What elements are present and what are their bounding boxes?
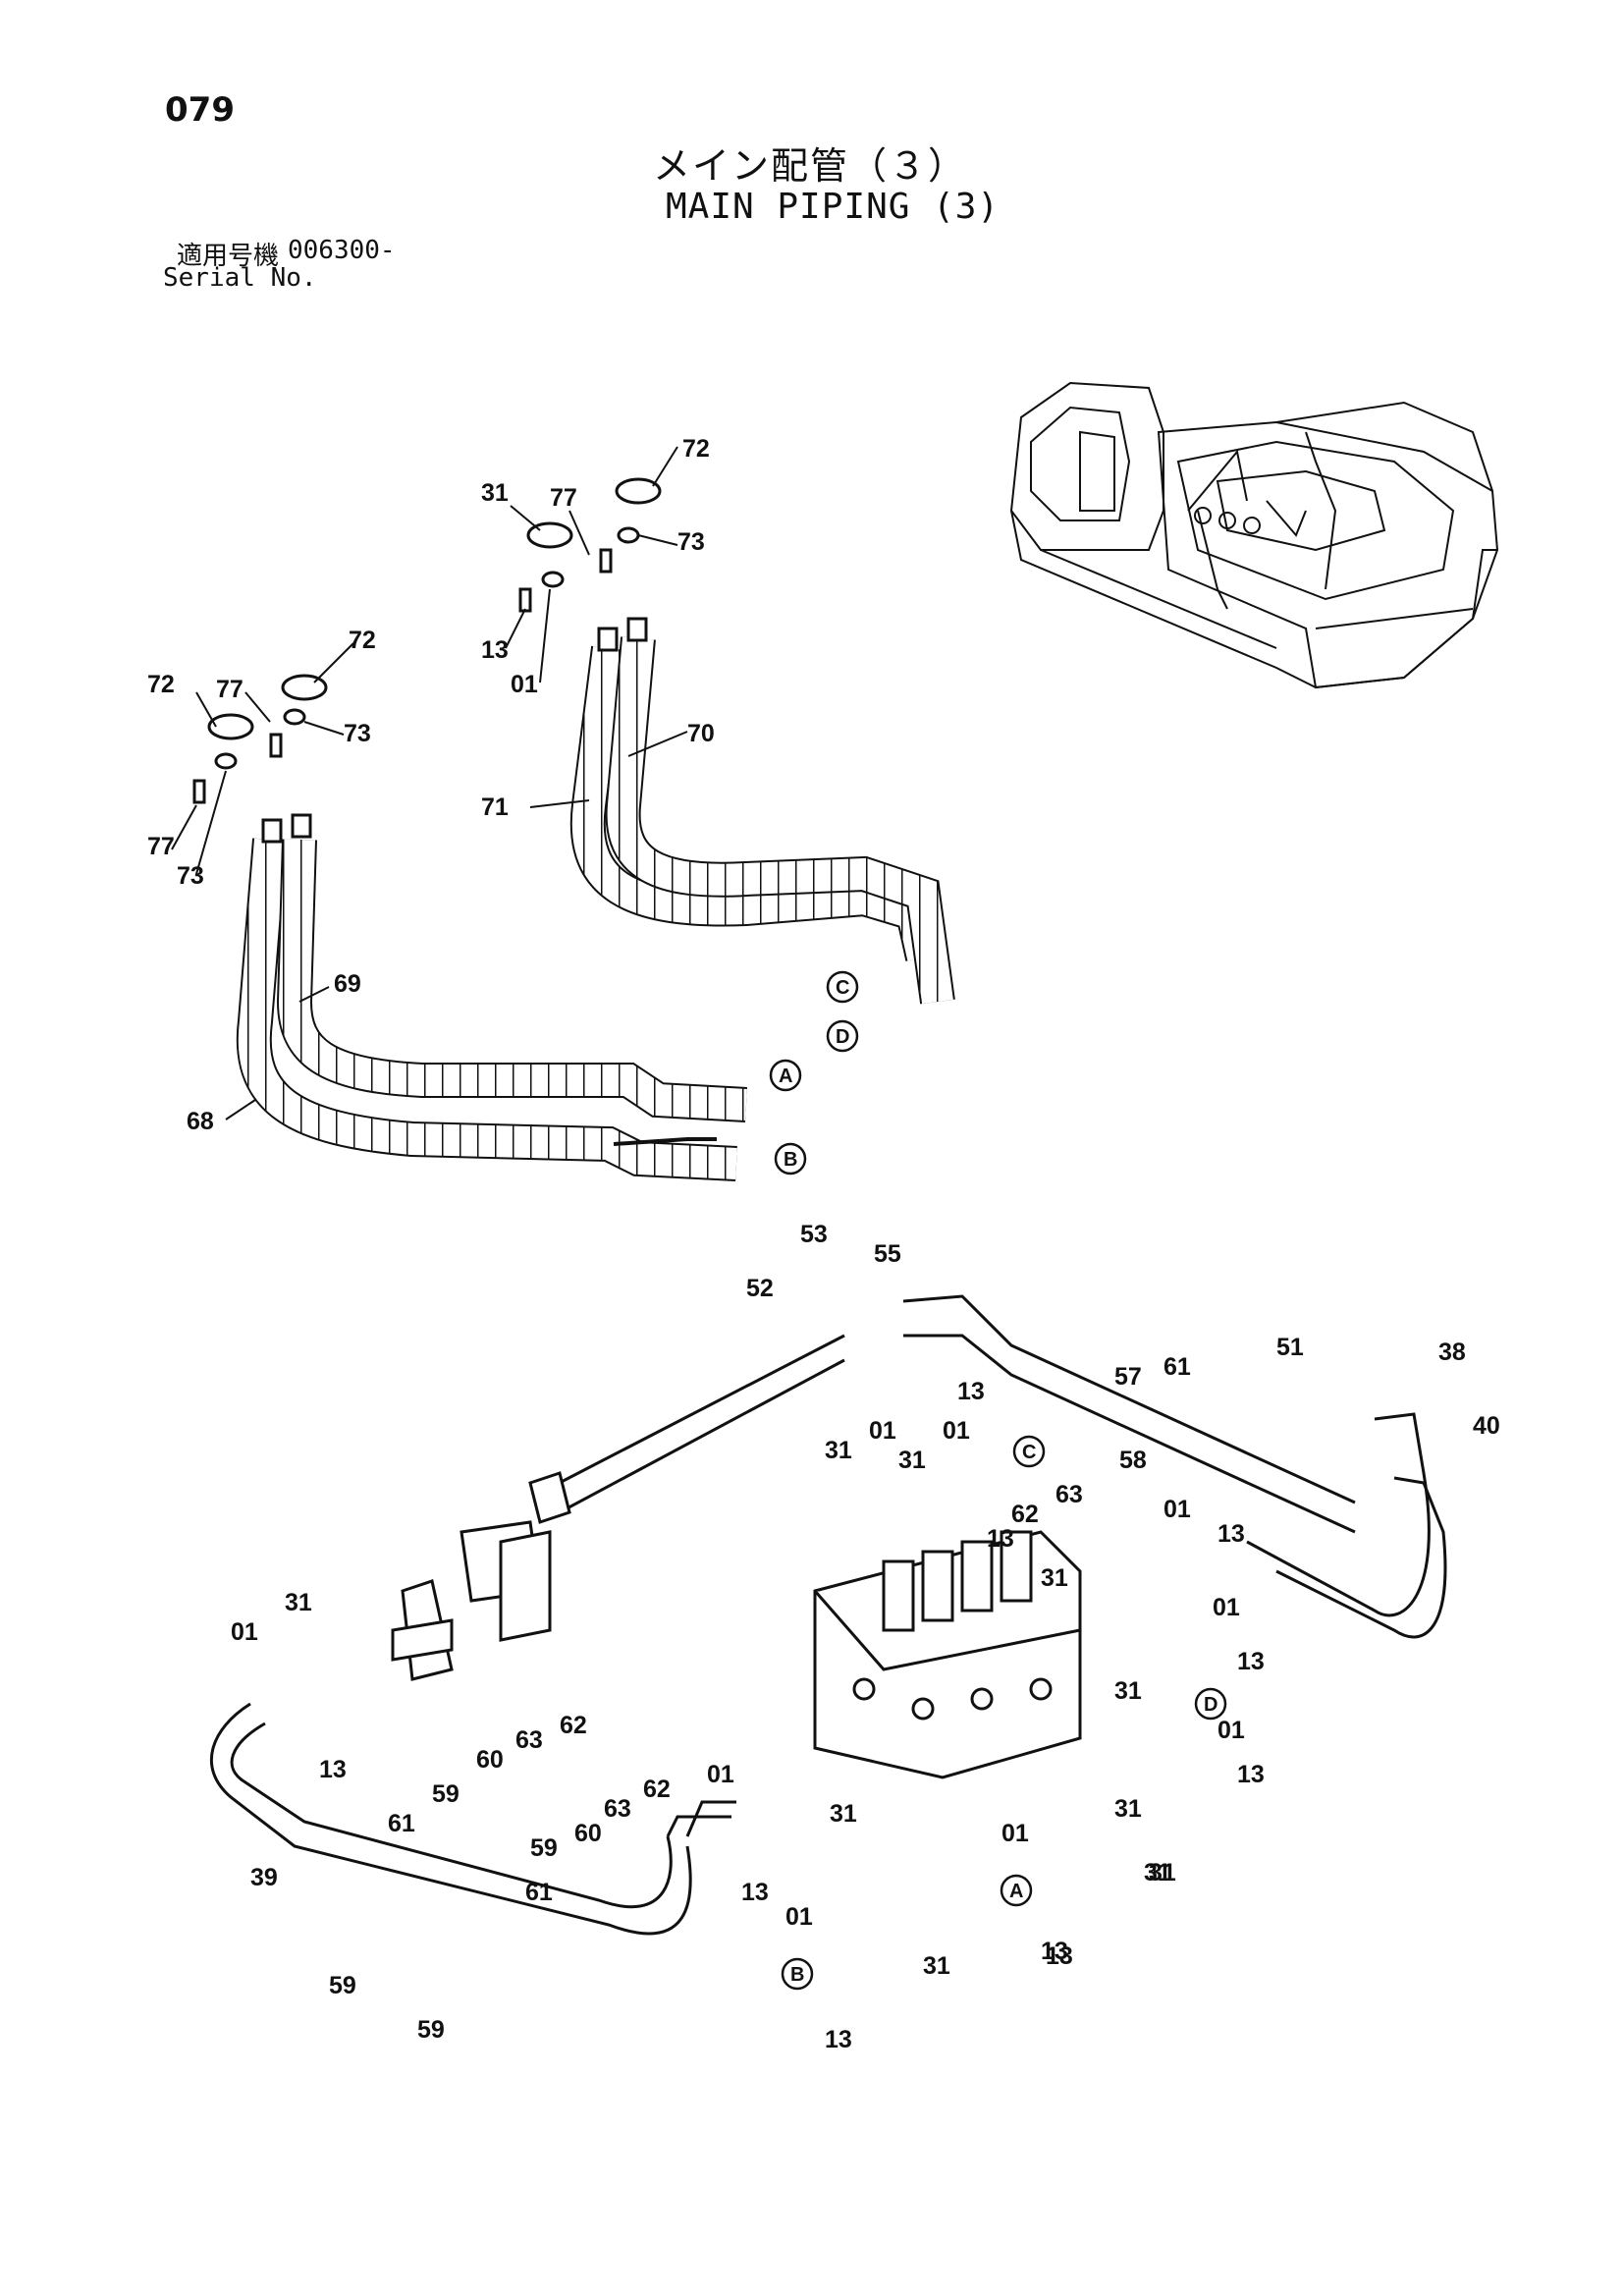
part-label: 13 bbox=[1237, 1648, 1265, 1675]
bracket-assembly bbox=[391, 1471, 571, 1681]
hose-68-69 bbox=[236, 813, 747, 1181]
part-label: 31 bbox=[1144, 1859, 1171, 1886]
part-label: 59 bbox=[417, 2016, 445, 2044]
part-label: 31 bbox=[1149, 1859, 1176, 1886]
part-label: 13 bbox=[1217, 1520, 1245, 1548]
part-label: 73 bbox=[177, 862, 204, 890]
connector-letter: B bbox=[790, 1964, 804, 1986]
part-label: 13 bbox=[825, 2026, 852, 2053]
part-label: 31 bbox=[898, 1447, 926, 1474]
title-english: MAIN PIPING (3) bbox=[666, 187, 1001, 227]
part-label: 13 bbox=[987, 1525, 1014, 1553]
part-label: 61 bbox=[1163, 1353, 1191, 1381]
part-label: 61 bbox=[388, 1810, 415, 1837]
part-label: 52 bbox=[746, 1275, 774, 1302]
connector-letter: A bbox=[779, 1066, 792, 1087]
part-label: 55 bbox=[874, 1240, 901, 1268]
part-label: 31 bbox=[481, 479, 509, 507]
part-label: 39 bbox=[250, 1864, 278, 1891]
connector-letter: C bbox=[1022, 1442, 1036, 1463]
part-label: 77 bbox=[550, 484, 577, 512]
part-label: 01 bbox=[231, 1618, 258, 1646]
part-label: 13 bbox=[1237, 1761, 1265, 1788]
part-label: 77 bbox=[147, 833, 175, 860]
part-label: 62 bbox=[643, 1776, 671, 1803]
part-label: 57 bbox=[1114, 1363, 1142, 1391]
part-label: 01 bbox=[707, 1761, 734, 1788]
part-label: 62 bbox=[1011, 1501, 1039, 1528]
part-label: 72 bbox=[349, 627, 376, 654]
part-label: 01 bbox=[785, 1903, 813, 1931]
part-label: 13 bbox=[1041, 1938, 1068, 1965]
part-label: 53 bbox=[800, 1221, 828, 1248]
connector-letter: D bbox=[1204, 1694, 1217, 1716]
serial-label-japanese: 適用号機 bbox=[177, 242, 280, 271]
part-label: 13 bbox=[1046, 1942, 1073, 1970]
hose-70-71 bbox=[569, 617, 955, 1005]
part-label: 68 bbox=[187, 1108, 214, 1135]
part-label: 69 bbox=[334, 970, 361, 998]
connector-letter: A bbox=[1009, 1881, 1023, 1902]
part-label: 01 bbox=[1217, 1717, 1245, 1744]
part-label: 59 bbox=[432, 1780, 460, 1808]
part-label: 31 bbox=[923, 1952, 950, 1980]
part-label: 61 bbox=[525, 1879, 553, 1906]
part-labels: 72 31 77 73 13 01 72 77 73 72 77 73 71 7… bbox=[147, 435, 1500, 2053]
title-japanese: メイン配管（３） bbox=[653, 144, 968, 188]
connector-letter: B bbox=[784, 1149, 797, 1171]
part-label: 63 bbox=[604, 1795, 631, 1823]
serial-label-english: Serial No. bbox=[163, 263, 317, 293]
part-label: 31 bbox=[825, 1437, 852, 1464]
part-label: 31 bbox=[1114, 1677, 1142, 1705]
part-label: 59 bbox=[329, 1972, 356, 1999]
leader-lines bbox=[171, 446, 688, 1121]
part-label: 73 bbox=[677, 528, 705, 556]
part-label: 31 bbox=[1114, 1795, 1142, 1823]
part-label: 13 bbox=[741, 1879, 769, 1906]
part-label: 71 bbox=[481, 793, 509, 821]
part-label: 31 bbox=[285, 1589, 312, 1616]
part-label: 63 bbox=[1055, 1481, 1083, 1508]
part-label: 01 bbox=[1001, 1820, 1029, 1847]
connector-letter: C bbox=[836, 977, 849, 999]
part-label: 38 bbox=[1438, 1339, 1466, 1366]
part-label: 62 bbox=[560, 1712, 587, 1739]
page-number: 079 bbox=[165, 90, 235, 130]
part-label: 31 bbox=[1041, 1564, 1068, 1592]
part-label: 73 bbox=[344, 720, 371, 747]
part-label: 31 bbox=[830, 1800, 857, 1828]
part-label: 63 bbox=[515, 1726, 543, 1754]
part-label: 72 bbox=[682, 435, 710, 463]
part-label: 72 bbox=[147, 671, 175, 698]
part-label: 01 bbox=[943, 1417, 970, 1445]
excavator-overview bbox=[1009, 381, 1499, 689]
part-label: 59 bbox=[530, 1834, 558, 1862]
part-label: 01 bbox=[511, 671, 538, 698]
part-label: 13 bbox=[319, 1756, 347, 1783]
part-label: 70 bbox=[687, 720, 715, 747]
part-label: 60 bbox=[476, 1746, 504, 1774]
part-label: 40 bbox=[1473, 1412, 1500, 1440]
part-label: 77 bbox=[216, 676, 243, 703]
control-valve bbox=[813, 1530, 1082, 1779]
part-label: 58 bbox=[1119, 1447, 1147, 1474]
part-label: 01 bbox=[1213, 1594, 1240, 1621]
lower-pipes bbox=[209, 1294, 1447, 1936]
part-label: 51 bbox=[1276, 1334, 1304, 1361]
part-label: 13 bbox=[957, 1378, 985, 1405]
part-label: 01 bbox=[869, 1417, 896, 1445]
connector-letters: C D A B C D A B bbox=[779, 977, 1217, 1986]
part-label: 60 bbox=[574, 1820, 602, 1847]
connector-letter: D bbox=[836, 1026, 849, 1048]
connector-labels bbox=[769, 970, 1227, 1991]
flange-parts-top bbox=[192, 477, 662, 804]
part-label: 13 bbox=[481, 636, 509, 664]
part-label: 01 bbox=[1163, 1496, 1191, 1523]
serial-number-value: 006300- bbox=[288, 236, 396, 265]
